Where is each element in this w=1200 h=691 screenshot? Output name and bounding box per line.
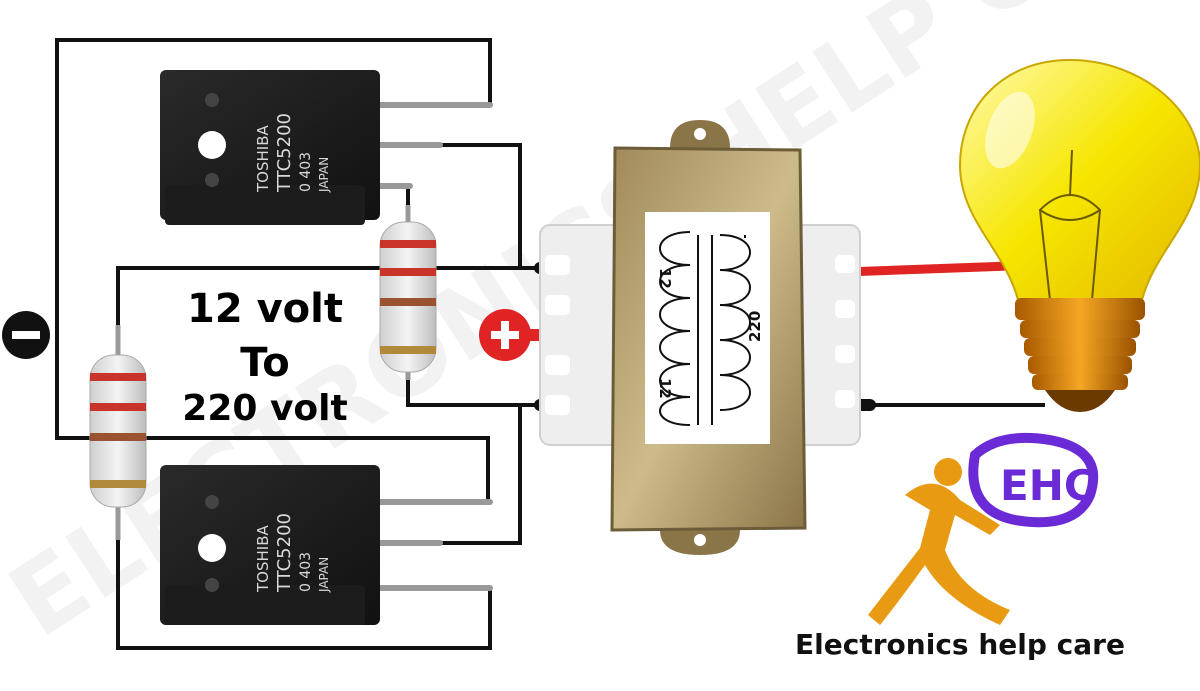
- chip-code: 0 403: [298, 152, 314, 192]
- secondary-label: 220: [746, 311, 764, 342]
- transistor-bottom: TOSHIBA TTC5200 0 403 JAPAN: [160, 465, 493, 625]
- resistor-right: [379, 205, 437, 380]
- negative-terminal: [2, 311, 50, 359]
- title-line-2: To: [240, 340, 290, 386]
- chip-brand: TOSHIBA: [254, 525, 272, 593]
- brand-name: Electronics help care: [795, 628, 1125, 661]
- logo-letters: EHC: [1000, 461, 1095, 510]
- primary-label-bottom: 12: [656, 378, 674, 399]
- light-bulb: [958, 58, 1200, 412]
- chip-origin: JAPAN: [317, 557, 331, 593]
- chip-code: 0 403: [298, 552, 314, 592]
- transistor-top: TOSHIBA TTC5200 0 403 JAPAN: [160, 70, 493, 225]
- primary-label-top: 12: [656, 268, 674, 289]
- title-line-1: 12 volt: [187, 286, 343, 332]
- chip-model: TTC5200: [274, 113, 295, 193]
- title-line-3: 220 volt: [182, 388, 348, 429]
- chip-origin: JAPAN: [317, 157, 331, 193]
- chip-model: TTC5200: [274, 513, 295, 593]
- resistor-left: [89, 325, 147, 540]
- chip-brand: TOSHIBA: [254, 125, 272, 193]
- ehc-logo: EHC: [868, 432, 1099, 625]
- transformer: 12 12 220: [539, 120, 861, 555]
- positive-terminal: [479, 309, 531, 361]
